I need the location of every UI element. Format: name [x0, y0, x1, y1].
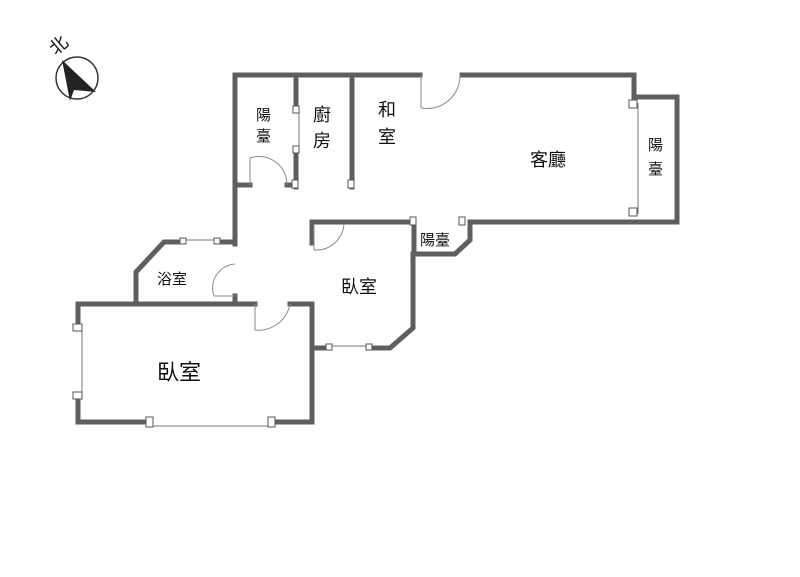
room-labels: 陽 臺 廚 房 和 室 客廳 陽 臺 陽臺 浴室 臥室 臥室	[157, 100, 663, 386]
compass-north-label: 北	[45, 32, 72, 60]
compass-needle-icon	[62, 60, 96, 101]
window-right-bottom	[628, 207, 638, 217]
walls	[75, 72, 680, 425]
room-label-balcony-right-1: 陽	[648, 136, 663, 154]
room-label-balcony-top-left-2: 臺	[256, 127, 271, 145]
window-small-balcony-left	[409, 216, 417, 226]
room-label-japanese-1: 和	[378, 100, 396, 121]
room-label-bathroom: 浴室	[157, 270, 187, 288]
door-bath-swing	[212, 263, 236, 297]
doors	[212, 74, 461, 331]
window-kitchen-top	[292, 105, 300, 114]
window-bath-left	[179, 237, 187, 245]
room-label-balcony-top-left-1: 陽	[256, 106, 271, 124]
window-kitchen-bottom	[292, 145, 300, 154]
door-bedroom-large-swing	[254, 303, 291, 331]
door-bedroom-mid-swing	[313, 223, 345, 251]
window-japanese-post	[347, 179, 355, 189]
room-label-bedroom-large: 臥室	[157, 361, 201, 386]
room-label-bedroom-middle: 臥室	[341, 277, 377, 298]
room-label-balcony-right-2: 臺	[648, 160, 663, 178]
door-balcony-swing	[249, 156, 288, 186]
room-label-kitchen-2: 房	[313, 131, 331, 152]
compass-ring	[55, 56, 99, 100]
room-label-kitchen-1: 廚	[313, 104, 331, 126]
window-kitchen-door-post	[291, 179, 299, 189]
window-left-bottom	[72, 391, 83, 400]
window-bottom-left	[145, 416, 154, 428]
room-label-living-room: 客廳	[530, 150, 566, 171]
window-small-balcony-right	[458, 216, 466, 226]
window-bath-right	[213, 237, 221, 245]
room-label-japanese-2: 室	[378, 127, 396, 148]
window-bottom-right	[267, 416, 276, 428]
door-entry-swing	[420, 74, 461, 110]
windows	[72, 99, 639, 428]
window-left-top	[72, 323, 83, 332]
window-bedroom-mid-right	[365, 343, 373, 351]
window-right-top	[628, 99, 638, 109]
room-label-balcony-small: 陽臺	[420, 231, 450, 249]
window-bedroom-mid-left	[325, 343, 333, 351]
compass: 北	[45, 32, 99, 101]
